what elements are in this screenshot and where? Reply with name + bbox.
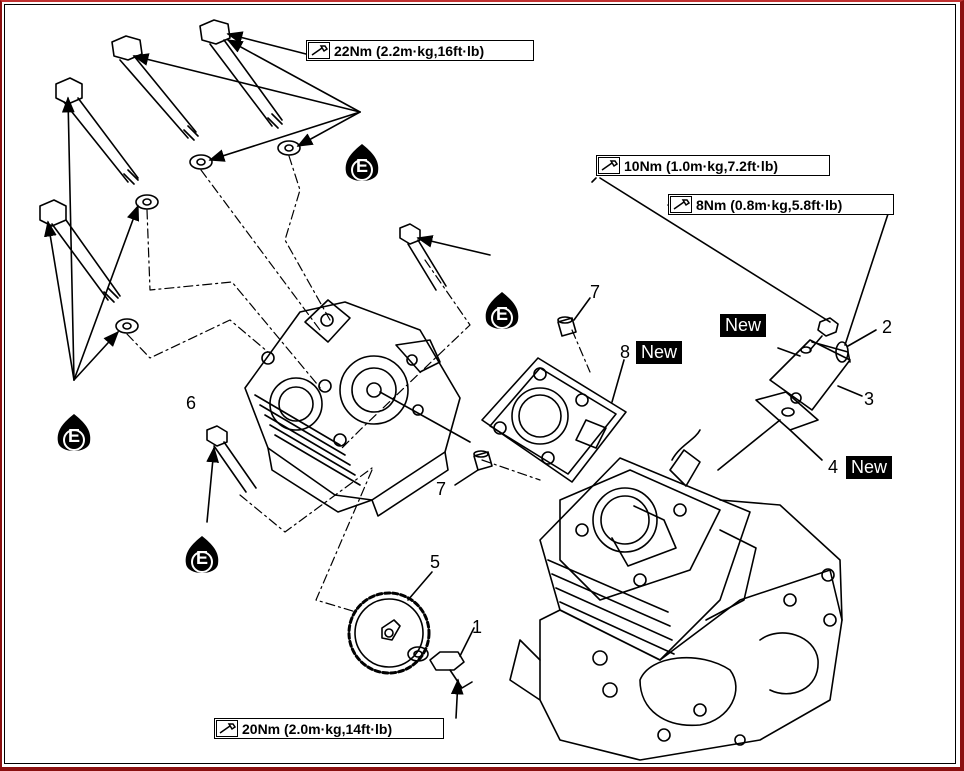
callout-number: 1 [472,617,483,637]
head-bolt [111,35,199,141]
engine-oil-mark: E [182,522,222,582]
callout-number: 7 [436,479,447,499]
engine-oil-mark: E [482,278,522,338]
washer [115,318,139,334]
callout-number: 8 [620,342,631,362]
sprocket-washer [407,646,429,662]
cam-chain-tensioner [769,317,851,411]
washer [277,140,301,156]
new-part-badge: New [636,341,683,364]
torque-spec-sprocket-bolt: 20Nm (2.0m·kg,14ft·lb) [214,718,444,739]
callout-number: 2 [882,317,893,337]
torque-spec-tensioner-bolt: 10Nm (1.0m·kg,7.2ft·lb) [596,155,830,176]
oil-drop-icon [485,278,519,329]
tensioner-gasket [755,391,819,431]
crankcase [509,499,843,761]
dowel-pin [473,450,493,471]
torque-wrench-icon [216,720,238,737]
cylinder-head-gasket [481,357,627,483]
torque-spec-text: 8Nm (0.8m·kg,5.8ft·lb) [696,196,843,213]
head-bolt [55,77,139,185]
oil-drop-icon [57,400,91,451]
engine-oil-mark: E [54,400,94,460]
torque-spec-text: 22Nm (2.2m·kg,16ft·lb) [334,42,485,59]
torque-spec-text: 20Nm (2.0m·kg,14ft·lb) [242,720,393,737]
washer [189,154,213,170]
torque-spec-tensioner-cap: 8Nm (0.8m·kg,5.8ft·lb) [668,194,894,215]
callout-number: 7 [590,282,601,302]
torque-spec-head-bolts: 22Nm (2.2m·kg,16ft·lb) [306,40,534,61]
head-bolt [39,199,121,303]
oil-drop-icon [185,522,219,573]
head-bolt [199,19,283,129]
washer [135,194,159,210]
cam-sprocket [347,591,431,675]
sprocket-bolt [429,651,473,689]
callout-number: 5 [430,552,441,572]
oil-drop-icon [345,130,379,181]
callout-number: 6 [186,393,197,413]
new-part-badge: New [846,456,893,479]
oil-mark-letter: E [495,304,508,324]
new-part-badge: New [720,314,767,337]
oil-mark-letter: E [67,426,80,446]
torque-wrench-icon [598,157,620,174]
oil-mark-letter: E [195,548,208,568]
torque-wrench-icon [308,42,330,59]
callout-number: 3 [864,389,875,409]
oil-mark-letter: E [355,156,368,176]
diagram-border [4,4,956,764]
engine-oil-mark: E [342,130,382,190]
dowel-pin [557,316,577,337]
side-bolt [206,425,257,493]
torque-wrench-icon [670,196,692,213]
callout-number: 4 [828,457,839,477]
cylinder-head [244,299,471,517]
torque-spec-text: 10Nm (1.0m·kg,7.2ft·lb) [624,157,779,174]
